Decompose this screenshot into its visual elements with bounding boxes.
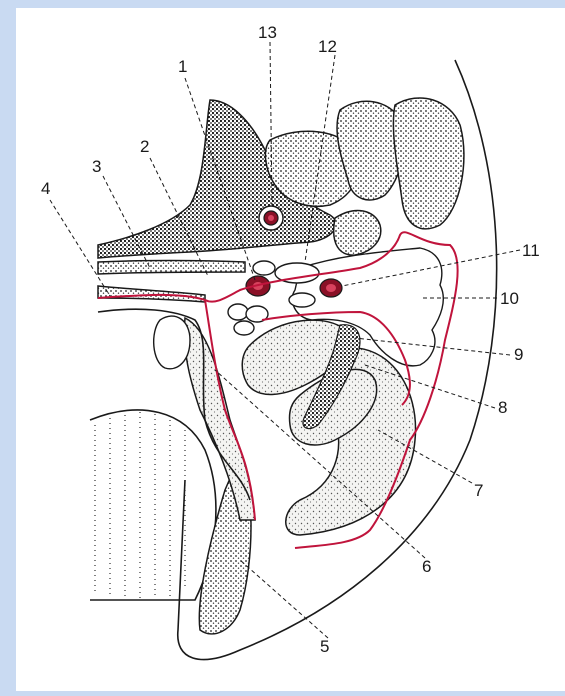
palate-layer-upper [98, 261, 245, 275]
basilar-lumen [268, 215, 274, 221]
lower-left-organ-texture [95, 412, 185, 598]
label-2: 2 [140, 137, 149, 156]
vertebral-mass [334, 211, 381, 256]
anatomical-cross-section: 1 2 3 4 5 6 7 8 9 10 11 12 13 [16, 8, 565, 691]
label-11: 11 [522, 241, 540, 260]
nerve-bundle-left [228, 304, 248, 320]
label-9: 9 [514, 345, 523, 364]
label-1: 1 [178, 57, 187, 76]
medial-pterygoid [184, 318, 255, 520]
lower-left-organ-outline [90, 410, 216, 600]
leader-5 [240, 560, 328, 638]
external-carotid-lumen [326, 284, 336, 292]
small-vessel-upper [253, 261, 275, 275]
label-12: 12 [318, 37, 337, 56]
diagram-panel: 1 2 3 4 5 6 7 8 9 10 11 12 13 [16, 8, 565, 691]
occipital-mass-3 [393, 98, 464, 229]
tonsil-structure [154, 316, 190, 369]
label-13: 13 [258, 23, 277, 42]
label-3: 3 [92, 157, 101, 176]
label-5: 5 [320, 637, 329, 656]
label-7: 7 [474, 481, 483, 500]
nerve-bundle-low [234, 321, 254, 335]
label-10: 10 [500, 289, 519, 308]
label-6: 6 [422, 557, 431, 576]
label-4: 4 [41, 179, 50, 198]
small-vessel-right [289, 293, 315, 307]
label-8: 8 [498, 398, 507, 417]
